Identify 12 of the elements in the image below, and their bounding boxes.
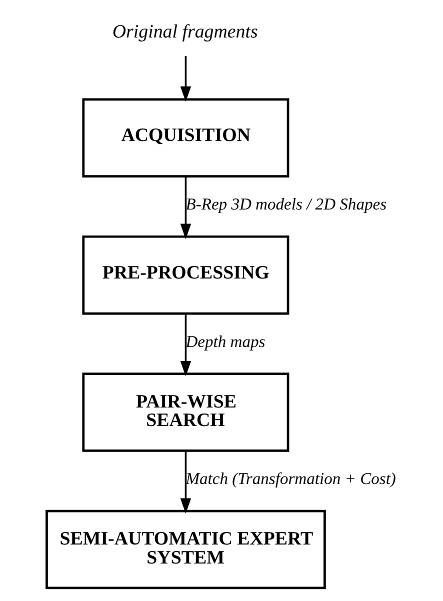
arrow xyxy=(180,451,192,514)
edge-label: Match (Transformation + Cost) xyxy=(186,469,396,488)
node-text: Original fragments xyxy=(112,22,258,43)
node-box: PRE-PROCESSING xyxy=(82,235,290,315)
node-box: ACQUISITION xyxy=(82,98,290,178)
edge-label: B-Rep 3D models / 2D Shapes xyxy=(186,194,387,214)
node-box: SEMI-AUTOMATIC EXPERT SYSTEM xyxy=(46,510,326,590)
node-box: PAIR-WISE SEARCH xyxy=(82,372,290,452)
arrow xyxy=(180,314,192,376)
arrow xyxy=(180,176,192,240)
arrow xyxy=(180,56,192,102)
edge-label: Depth maps xyxy=(186,332,266,351)
